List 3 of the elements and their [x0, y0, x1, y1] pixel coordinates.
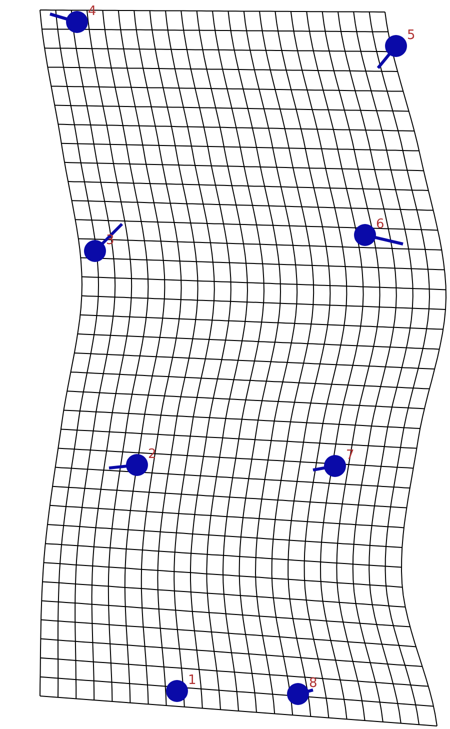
landmark-number: 5 [407, 29, 416, 43]
landmark-number: 8 [309, 677, 318, 691]
landmark-number: 1 [188, 674, 196, 688]
